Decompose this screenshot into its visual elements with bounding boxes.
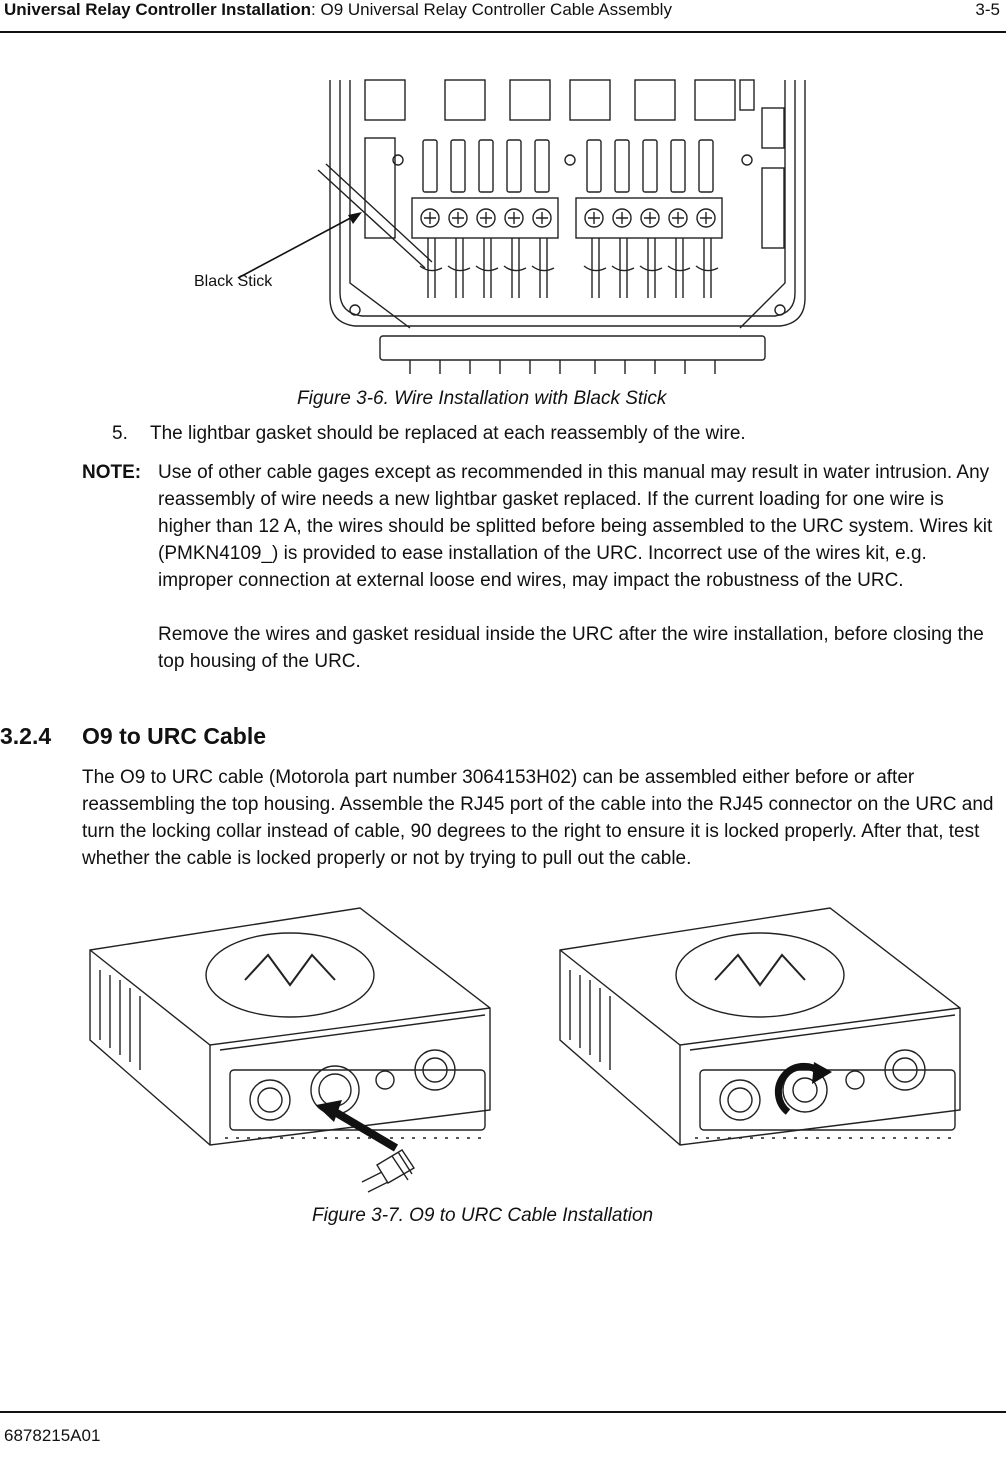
figure-wire-installation — [237, 79, 806, 374]
footer-rule — [0, 1411, 1006, 1413]
header-title-rest: : O9 Universal Relay Controller Cable As… — [311, 0, 672, 19]
header-title-bold: Universal Relay Controller Installation — [4, 0, 312, 19]
figure-3-6-caption: Figure 3-6. Wire Installation with Black… — [297, 388, 667, 409]
note-body: Use of other cable gages except as recom… — [158, 459, 1000, 675]
note-paragraph-1: Use of other cable gages except as recom… — [158, 462, 993, 591]
page-header: Universal Relay Controller Installation:… — [0, 0, 1006, 34]
note-paragraph-2: Remove the wires and gasket residual ins… — [158, 624, 984, 672]
step-5-text: The lightbar gasket should be replaced a… — [150, 423, 746, 444]
header-rule — [0, 31, 1006, 33]
note-label: NOTE: — [82, 462, 142, 483]
header-page-number: 3-5 — [975, 0, 1000, 19]
section-heading: 3.2.4 O9 to URC Cable — [0, 722, 266, 750]
body-paragraph: The O9 to URC cable (Motorola part numbe… — [82, 767, 994, 869]
section-number: 3.2.4 — [0, 723, 52, 749]
header-title: Universal Relay Controller Installation:… — [4, 0, 672, 20]
step-5-number: 5. — [112, 423, 128, 444]
step-5: 5. The lightbar gasket should be replaced… — [112, 423, 746, 445]
figure-3-7-caption: Figure 3-7. O9 to URC Cable Installation — [312, 1205, 654, 1226]
footer-doc-number: 6878215A01 — [4, 1426, 101, 1445]
figure-callout-black-stick: Black Stick — [194, 273, 273, 290]
section-title: O9 to URC Cable — [82, 723, 267, 749]
figure-cable-installation — [89, 907, 961, 1193]
